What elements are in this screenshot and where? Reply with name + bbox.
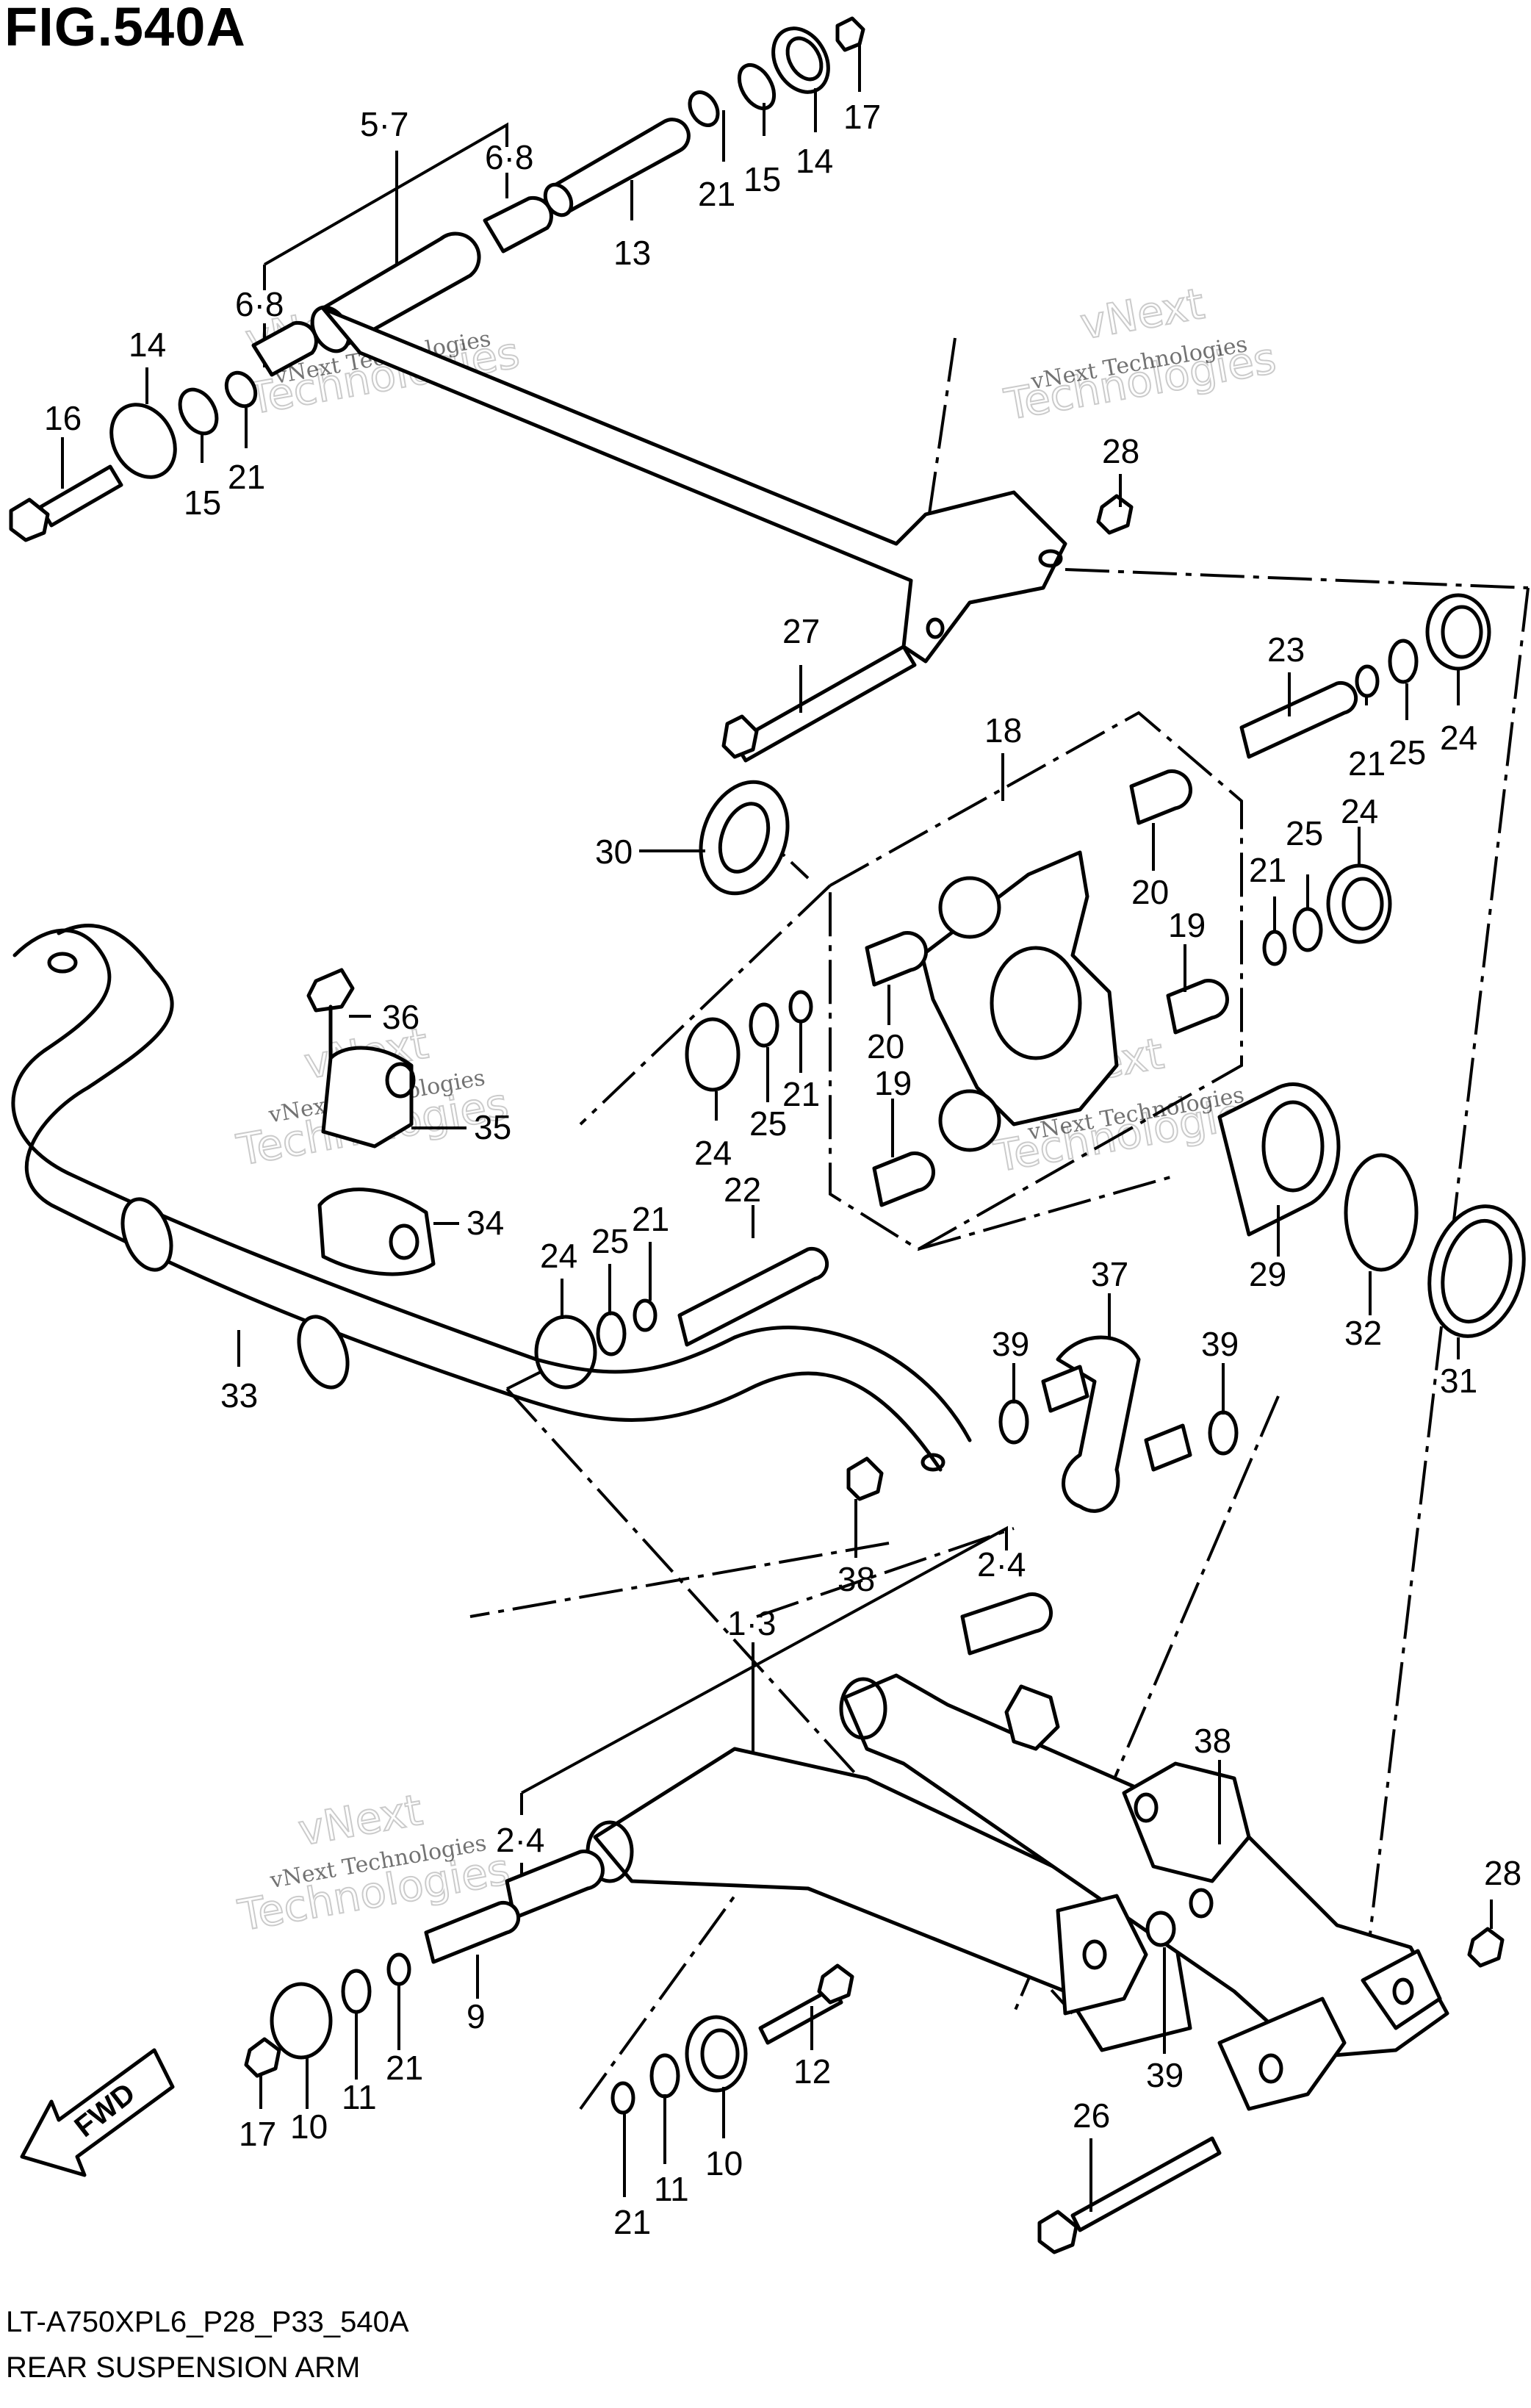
callout-23: 23 xyxy=(1267,630,1305,669)
callout-39-bottom: 39 xyxy=(1146,2056,1184,2094)
callout-34: 34 xyxy=(466,1204,504,1242)
callout-10-bottom-center: 10 xyxy=(705,2144,743,2182)
upper-pivot-shaft xyxy=(9,16,865,542)
callout-21-left: 21 xyxy=(228,458,265,496)
callout-2-4-lower: 2·4 xyxy=(496,1821,544,1859)
callout-21-bottom-center: 21 xyxy=(613,2203,651,2241)
callout-28-bottom: 28 xyxy=(1484,1854,1521,1892)
callout-25-lower-left: 25 xyxy=(591,1222,629,1260)
callout-38-right: 38 xyxy=(1194,1722,1231,1760)
callout-29: 29 xyxy=(1249,1255,1286,1293)
callout-6-8-upper: 6·8 xyxy=(485,138,533,176)
callout-28-top: 28 xyxy=(1102,432,1139,470)
callout-22: 22 xyxy=(724,1171,761,1209)
callout-24-right-top: 24 xyxy=(1440,719,1477,757)
callout-33: 33 xyxy=(220,1376,258,1415)
callout-15-top: 15 xyxy=(743,160,781,198)
callout-21-mid-left: 21 xyxy=(782,1075,820,1113)
callout-21-bottom-left: 21 xyxy=(386,2049,423,2087)
stabilizer-bar xyxy=(11,924,972,1501)
bracket-leaders xyxy=(263,122,1008,1874)
callout-26: 26 xyxy=(1073,2096,1110,2135)
callout-11-bottom-left: 11 xyxy=(342,2078,377,2116)
callout-24-lower-left: 24 xyxy=(540,1237,577,1275)
callout-39-right: 39 xyxy=(1201,1325,1239,1363)
callout-21-right-top: 21 xyxy=(1348,744,1386,783)
stabilizer-link xyxy=(998,1335,1239,1513)
upper-arm-frame xyxy=(321,306,1134,763)
callout-10-bottom-left: 10 xyxy=(290,2107,328,2146)
callout-24-mid-left: 24 xyxy=(694,1134,732,1172)
callout-21-lower-left: 21 xyxy=(632,1200,669,1238)
callout-17-bottom: 17 xyxy=(239,2115,276,2153)
figure-title: FIG.540A xyxy=(4,0,246,57)
callout-20-right: 20 xyxy=(1131,873,1169,911)
callout-30: 30 xyxy=(595,833,633,871)
callout-20-left: 20 xyxy=(867,1027,904,1065)
lower-arm xyxy=(586,1673,1505,2111)
callout-13: 13 xyxy=(613,234,651,272)
callout-37: 37 xyxy=(1091,1255,1128,1293)
callout-19-right: 19 xyxy=(1168,906,1206,944)
callout-16: 16 xyxy=(44,399,82,437)
watermark-top-right: vNext Technologies vNext Technologies xyxy=(1000,278,1280,431)
callout-39-left: 39 xyxy=(992,1325,1029,1363)
callout-25-mid-left: 25 xyxy=(749,1104,787,1143)
figure-caption: REAR SUSPENSION ARM xyxy=(6,2351,361,2384)
callout-labels: 5·7 6·8 6·8 13 21 15 14 17 14 16 15 21 2… xyxy=(44,98,1521,2241)
callout-25-right-mid: 25 xyxy=(1286,814,1323,852)
callout-38-mid: 38 xyxy=(837,1560,875,1598)
callout-25-right-top: 25 xyxy=(1388,733,1426,772)
callout-24-right-mid: 24 xyxy=(1341,792,1378,830)
knuckle-assembly xyxy=(677,680,1358,1347)
callout-2-4-upper: 2·4 xyxy=(977,1545,1026,1584)
callout-5-7: 5·7 xyxy=(360,105,408,143)
callout-36: 36 xyxy=(382,998,419,1036)
seals-and-bearings xyxy=(534,593,1526,1390)
callout-21-top: 21 xyxy=(698,175,735,213)
callout-18: 18 xyxy=(984,711,1022,750)
callout-11-bottom-center: 11 xyxy=(654,2170,689,2208)
callout-27: 27 xyxy=(782,612,820,650)
svg-text:vNext: vNext xyxy=(1077,278,1208,349)
callout-14-left: 14 xyxy=(129,326,166,364)
forward-direction-indicator: FWD xyxy=(20,2048,175,2177)
callout-17-top: 17 xyxy=(843,98,881,136)
callout-12: 12 xyxy=(793,2052,831,2091)
callout-21-right-mid: 21 xyxy=(1249,851,1286,889)
callout-1-3: 1·3 xyxy=(727,1604,776,1642)
callout-35: 35 xyxy=(474,1108,511,1146)
callout-19-left: 19 xyxy=(874,1064,912,1102)
callout-15-left: 15 xyxy=(184,484,221,522)
callout-32: 32 xyxy=(1344,1314,1382,1352)
lower-arm-hardware xyxy=(244,1592,1222,2254)
callout-6-8-lower: 6·8 xyxy=(235,285,284,323)
callout-14-top: 14 xyxy=(796,142,833,180)
label-leaders xyxy=(61,44,1493,2212)
callout-31: 31 xyxy=(1440,1362,1477,1400)
figure-code: LT-A750XPL6_P28_P33_540A xyxy=(6,2306,409,2338)
callout-9: 9 xyxy=(466,1997,486,2035)
